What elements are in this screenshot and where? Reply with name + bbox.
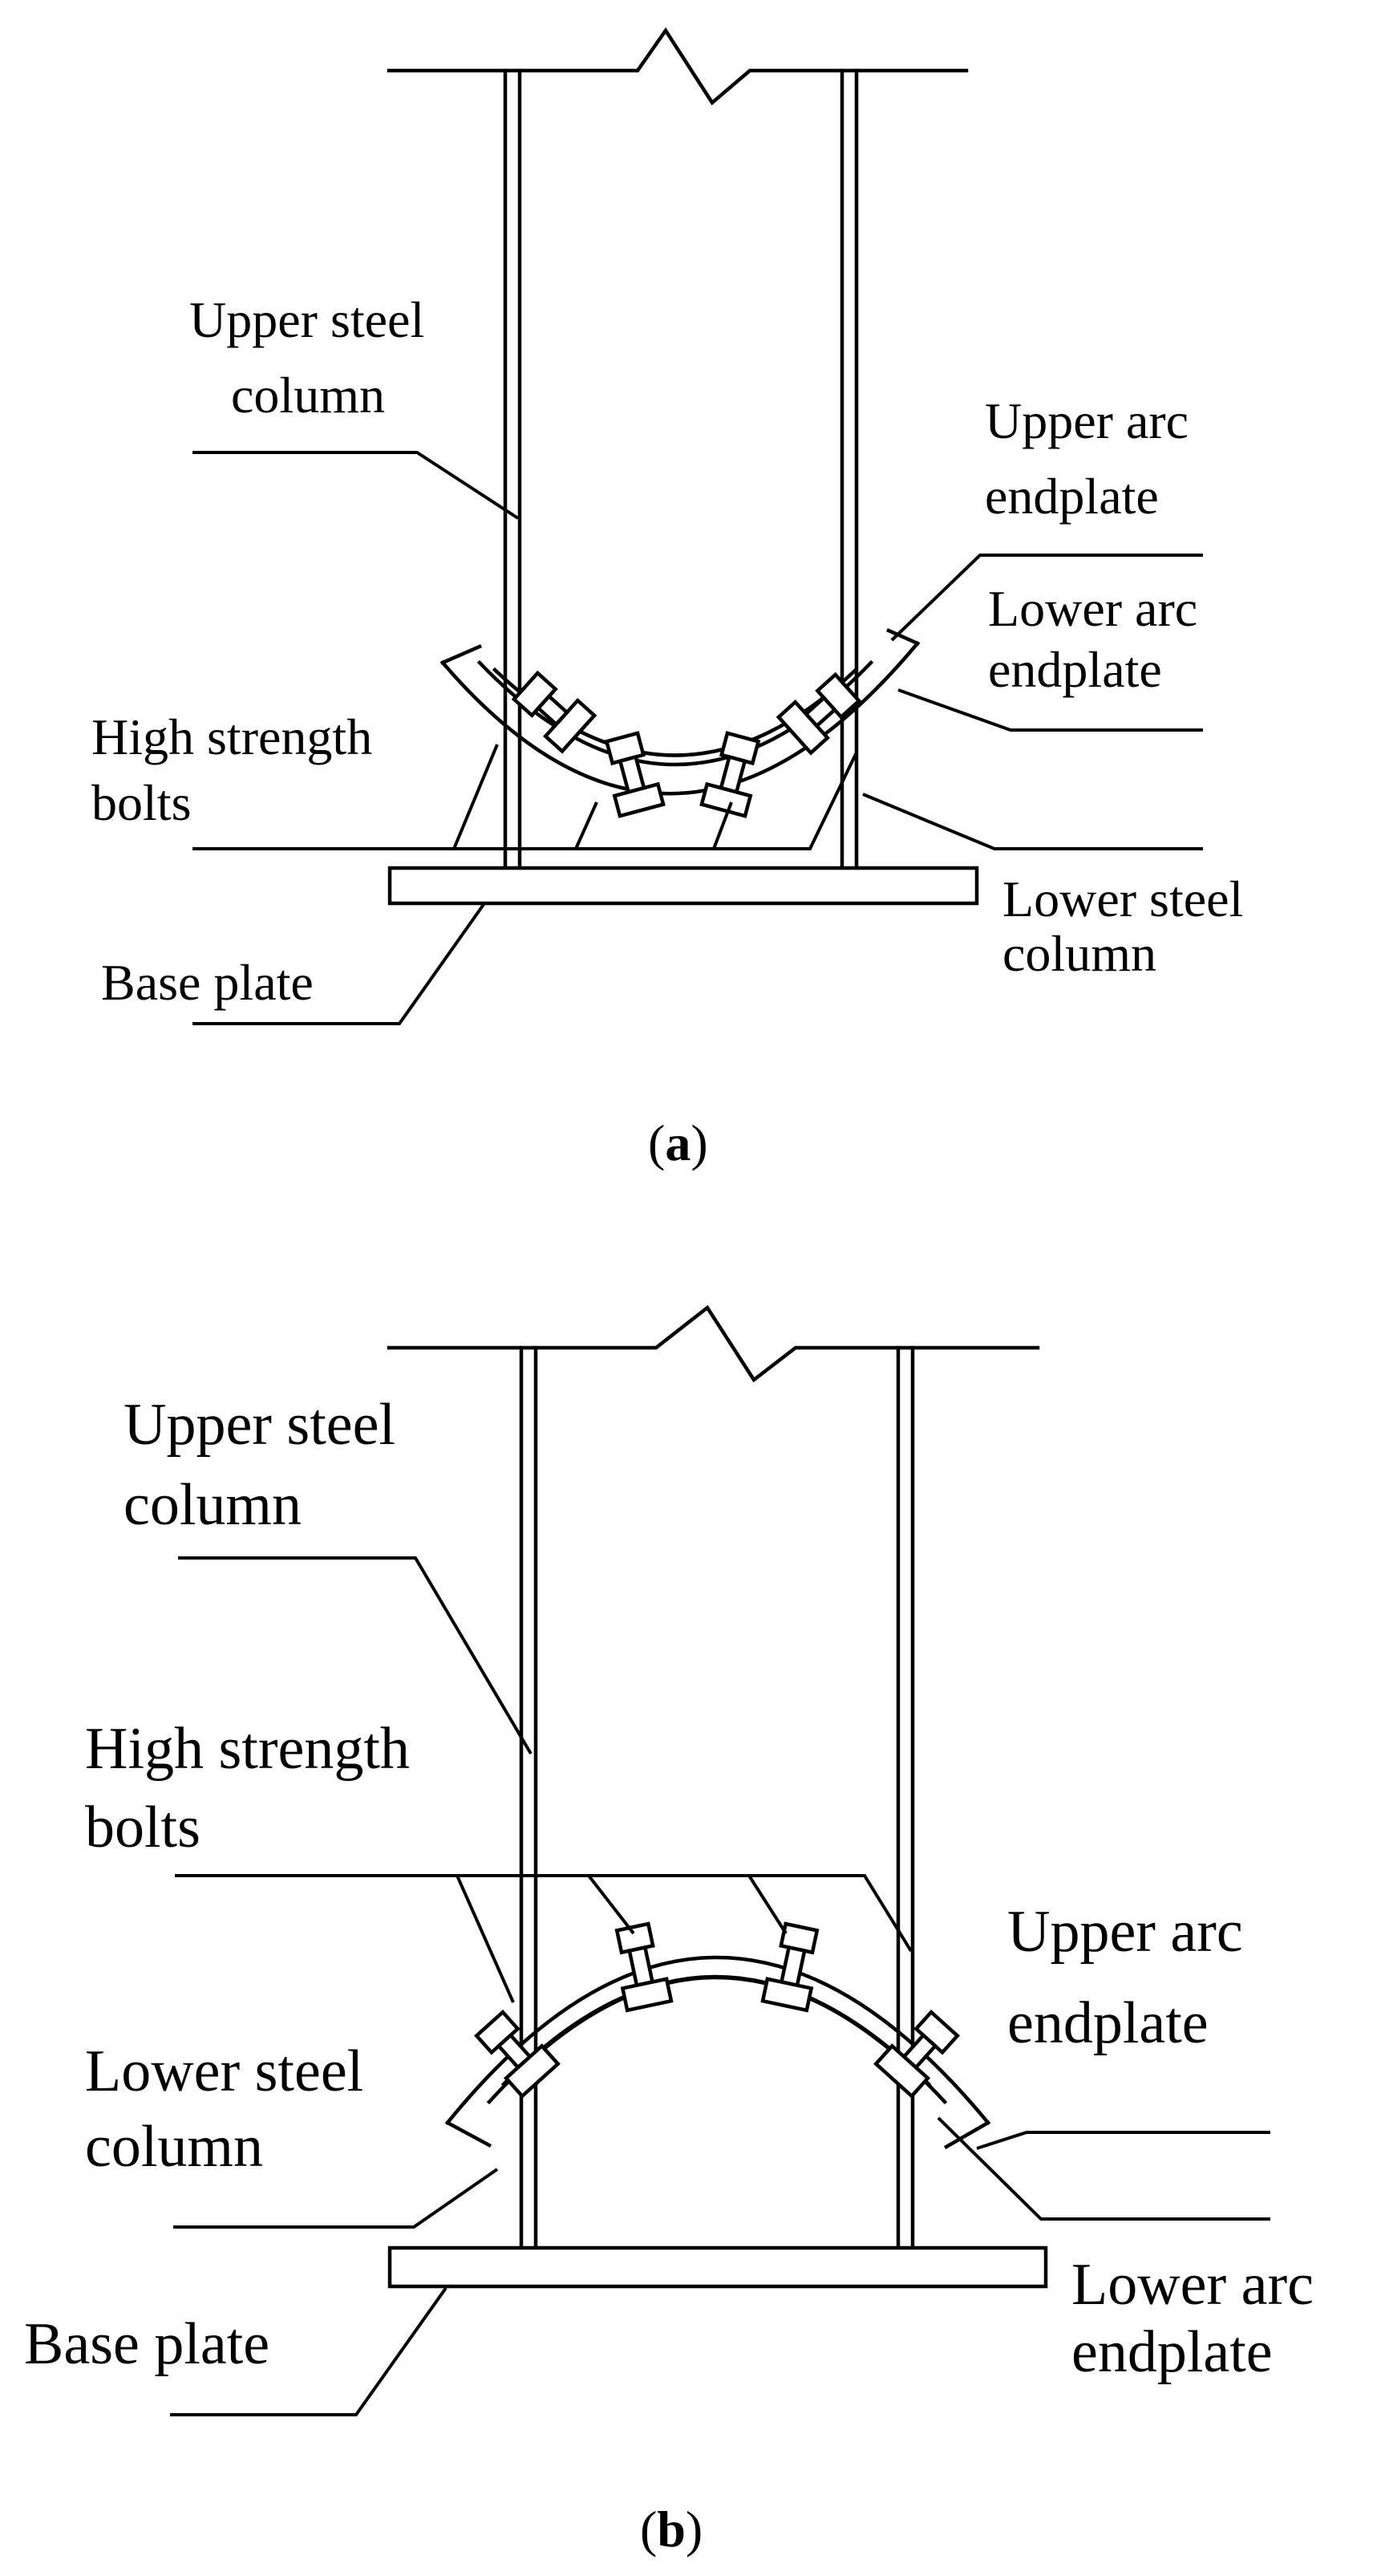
panel-a-label-lower-arc-endplate: Lower arc endplate [988,580,1210,698]
panel-a: Upper steel column Upper arc endplate Lo… [91,26,1256,1171]
panel-b-base-plate [387,2245,1048,2289]
panel-b-bolts [474,1921,960,2099]
panel-a-caption: (a) [648,1114,708,1171]
panel-b-label-high-strength-bolts: High strength bolts [85,1716,424,1860]
panel-a-break-line [387,26,969,106]
panel-a-label-lower-steel-column: Lower steel column [1002,870,1256,982]
panel-a-label-high-strength-bolts: High strength bolts [91,708,385,831]
panel-b-label-lower-arc-endplate: Lower arc endplate [1071,2252,1328,2385]
panel-a-leader-lines [192,451,1203,1025]
panel-b-arc-endplates [444,1955,991,2150]
panel-a-label-upper-arc-endplate: Upper arc endplate [985,392,1201,525]
panel-b-caption: (b) [640,2501,703,2558]
panel-a-bolts [511,670,862,818]
panel-a-label-upper-steel-column: Upper steel column [189,291,437,424]
panel-b-leader-lines [170,1556,1270,2416]
panel-b-label-base-plate: Base plate [24,2311,269,2377]
panel-b-label-upper-steel-column: Upper steel column [124,1392,411,1538]
panel-b-upper-steel-column [519,1345,915,2250]
panel-a-base-plate [387,866,979,906]
panel-b: Upper steel column High strength bolts U… [24,1304,1328,2558]
panel-a-upper-steel-column [503,68,859,869]
panel-b-label-lower-steel-column: Lower steel column [85,2038,379,2180]
panel-b-break-line [387,1304,1040,1383]
panel-b-label-upper-arc-endplate: Upper arc endplate [1007,1899,1258,2056]
panel-a-label-base-plate: Base plate [101,954,314,1011]
